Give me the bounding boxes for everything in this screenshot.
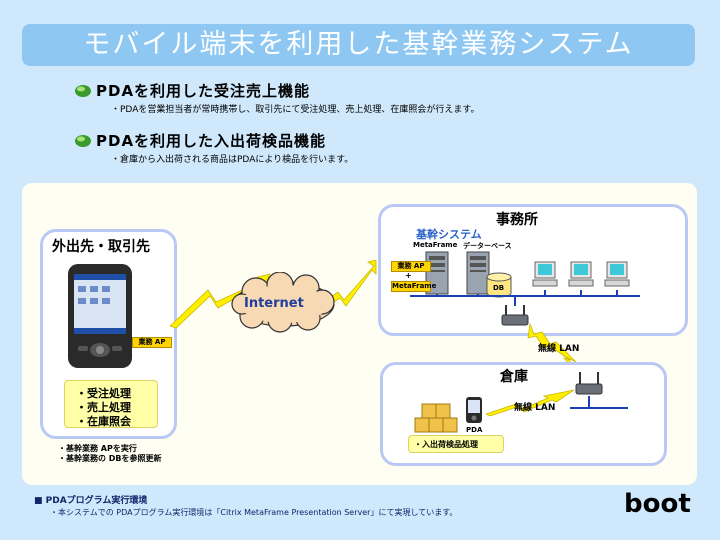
field-note-2: ・基幹業務の DBを参照更新 <box>58 454 162 463</box>
field-title: 外出先・取引先 <box>52 239 150 255</box>
boot-logo: boot <box>624 489 691 519</box>
feature-heading-1: PDAを利用した受注売上機能 <box>96 82 311 100</box>
boxes-icon <box>414 403 458 433</box>
green-bullet-icon <box>75 85 91 97</box>
warehouse-task: ・入出荷検品処理 <box>414 440 478 449</box>
feature-desc-1: ・PDAを営業担当者が常時携帯し、取引先にて受注処理、売上処理、在庫照会が行えま… <box>111 105 480 115</box>
page-title: モバイル端末を利用した基幹業務システム <box>83 29 634 60</box>
feature-desc-2: ・倉庫から入出荷される商品はPDAにより検品を行います。 <box>111 155 354 165</box>
cloud-label: Internet <box>244 296 304 311</box>
warehouse-task-box <box>408 435 504 453</box>
office-system-label: 基幹システム <box>416 228 482 241</box>
field-task-box <box>64 380 158 428</box>
field-task-3: ・在庫照会 <box>76 415 131 428</box>
server1-label: MetaFrame <box>413 241 458 249</box>
pc-icon <box>568 261 594 287</box>
office-ap-tag: 業務 AP <box>391 261 431 272</box>
green-bullet-icon <box>75 135 91 147</box>
warehouse-lan-label: 無線 LAN <box>514 403 556 413</box>
field-ap-tag: 業務 AP <box>132 337 172 348</box>
field-task-1: ・受注処理 <box>76 387 131 400</box>
office-title: 事務所 <box>496 212 538 228</box>
office-metaframe-tag: MetaFrame <box>391 281 437 292</box>
cloud-icon <box>231 272 335 333</box>
db-label: DB <box>493 284 505 292</box>
lan-label-1: 無線 LAN <box>538 344 580 354</box>
field-task-2: ・売上処理 <box>76 401 131 414</box>
pc-icon <box>532 261 558 287</box>
warehouse-title: 倉庫 <box>500 369 528 385</box>
server2-label: データーベース <box>463 242 512 250</box>
server-icon <box>466 251 490 295</box>
warehouse-pda-label: PDA <box>466 426 483 434</box>
title-bar: モバイル端末を利用した基幹業務システム <box>22 24 695 66</box>
pc-icon <box>604 261 630 287</box>
pda-icon <box>466 397 482 423</box>
footer-heading: ■ PDAプログラム実行環境 <box>34 496 148 506</box>
field-note-1: ・基幹業務 APを実行 <box>58 444 137 453</box>
office-plus: + <box>405 271 412 280</box>
feature-heading-2: PDAを利用した入出荷検品機能 <box>96 132 327 150</box>
pda-icon <box>68 264 132 368</box>
warehouse-network-line <box>570 396 628 409</box>
lightning-icon <box>486 389 575 417</box>
router-icon <box>501 305 529 326</box>
router-icon <box>575 372 603 395</box>
footer-text: ・本システムでの PDAプログラム実行環境は「Citrix MetaFrame … <box>50 508 458 517</box>
